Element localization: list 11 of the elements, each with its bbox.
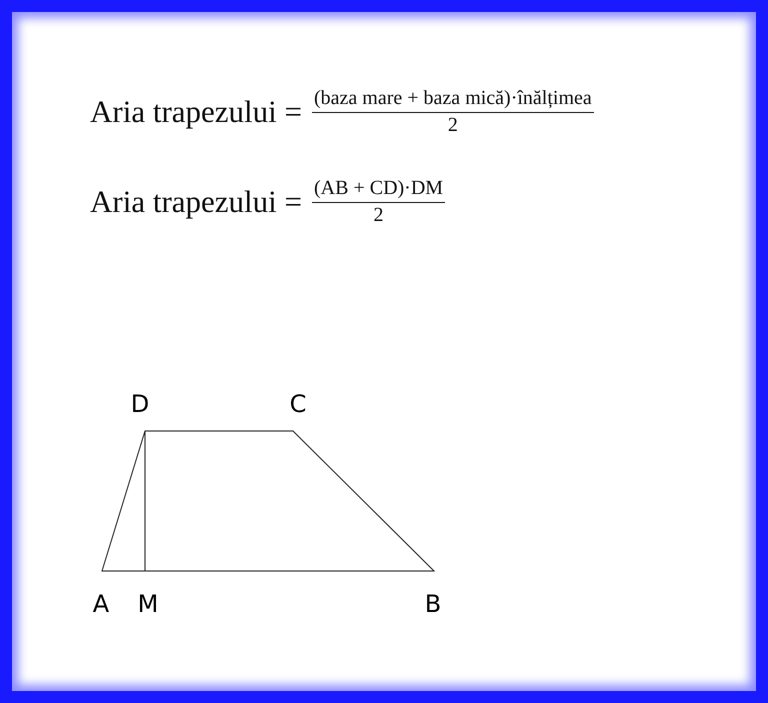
fraction-numerator: (AB + CD)·DM <box>312 177 446 203</box>
point-label: A <box>92 592 110 616</box>
fraction-denominator: 2 <box>374 203 384 227</box>
formula-text: Aria trapezului = <box>90 184 302 220</box>
fraction-numerator: (baza mare + baza mică)·înălțimea <box>312 87 594 113</box>
point-label: M <box>138 592 158 616</box>
fraction-denominator: 2 <box>448 113 458 137</box>
formula-text: Aria trapezului = <box>90 94 302 130</box>
point-label: C <box>290 392 306 416</box>
point-label: D <box>130 392 150 416</box>
point-label: B <box>424 592 442 616</box>
